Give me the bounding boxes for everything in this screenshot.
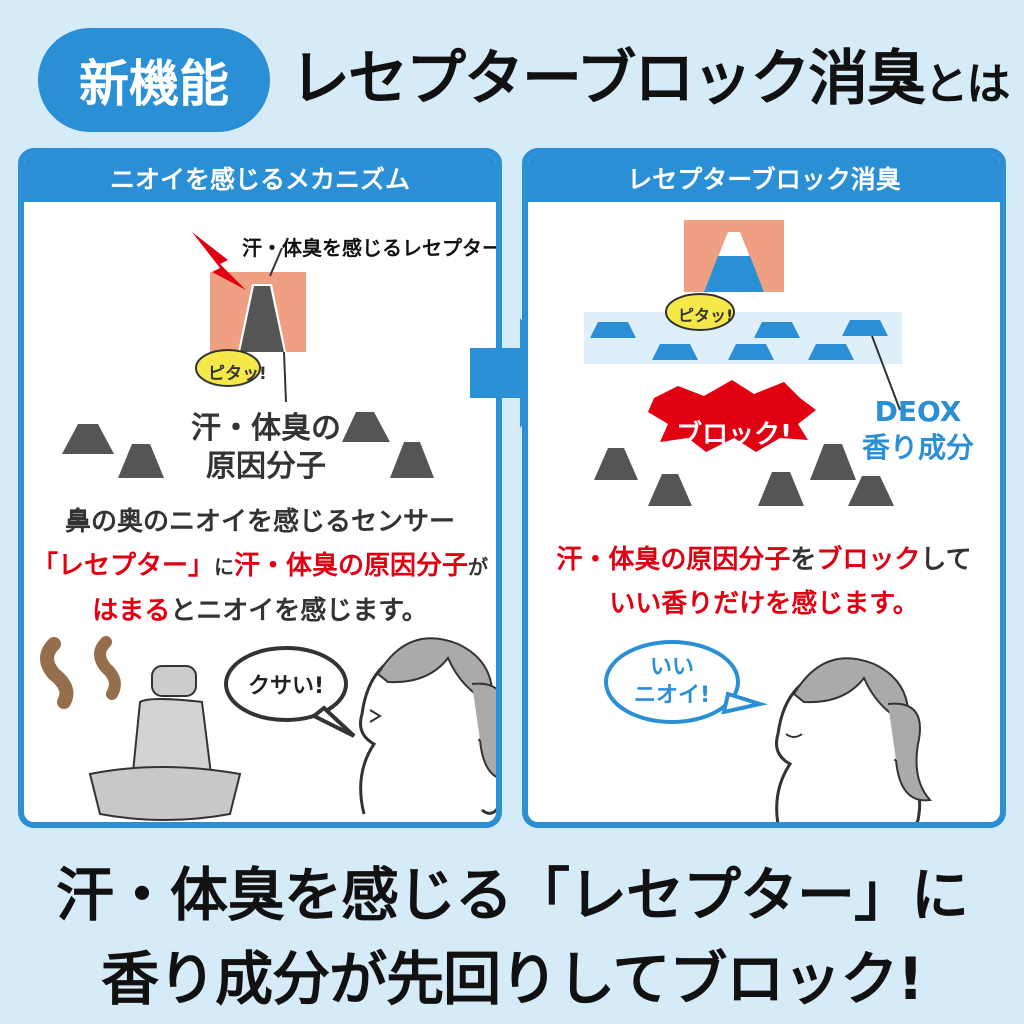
molecule-shape: [594, 448, 638, 480]
footer-line-1: 汗・体臭を感じる「レセプター」に: [55, 861, 969, 929]
deox-molecule: [652, 344, 698, 360]
molecule-pointer-line: [283, 351, 287, 403]
deox-pointer-line: [871, 335, 901, 411]
mechanism-description: 鼻の奥のニオイを感じるセンサー 「レセプター」に汗・体臭の原因分子が はまるとニ…: [24, 500, 496, 633]
bubble-text: いい ニオイ!: [606, 654, 738, 710]
footer-line-2: 香り成分が先回りしてブロック!: [101, 945, 924, 1013]
mechanism-panel: ニオイを感じるメカニズム 汗・体臭を感じるレセプター ピタッ! 汗・体臭の 原因…: [18, 148, 502, 828]
deox-label: DEOX 香り成分: [860, 394, 976, 466]
molecule-shape: [758, 472, 804, 506]
deox-molecule: [808, 344, 854, 360]
page-title: レセプターブロック消臭とは: [290, 34, 1010, 130]
smelly-scene-illustration: [40, 636, 496, 821]
woman-happy-icon: [775, 657, 933, 822]
receptor-diagram: [62, 232, 434, 478]
cause-molecule-word: 汗・体臭の原因分子: [234, 551, 469, 581]
desc-particle: を: [790, 545, 817, 575]
desc-line-2: 「レセプター」に汗・体臭の原因分子が: [24, 544, 496, 589]
receptor-pointer-line: [269, 247, 283, 277]
deox-molecule: [728, 344, 774, 360]
pitatt-bubble: [195, 349, 261, 387]
desc-line-1: 汗・体臭の原因分子をブロックして: [528, 538, 1000, 582]
odor-wisp-icon: [40, 637, 74, 709]
molecule-shape: [390, 442, 434, 478]
block-burst: [648, 380, 816, 452]
title-main: レセプターブロック消臭: [290, 44, 926, 114]
lightning-bolt-icon: [192, 232, 246, 290]
woman-disgusted-icon: [359, 637, 496, 815]
bubble-text-line1: いい: [649, 655, 694, 680]
desc-particle: して: [920, 545, 972, 575]
molecule-in-receptor: [240, 286, 284, 352]
desc-particle: に: [214, 555, 234, 579]
car-seat-icon: [88, 665, 242, 821]
pitatt-text: ピタッ!: [208, 364, 267, 384]
odor-wisp-icon: [94, 636, 121, 700]
bubble-text: クサい!: [247, 674, 325, 699]
deox-label-line1: DEOX: [874, 395, 962, 428]
pitatt-bubble: [665, 293, 735, 331]
blocking-diagram: [584, 220, 902, 506]
receptor-block-panel-heading: レセプターブロック消臭: [528, 154, 1000, 202]
deox-molecule: [754, 322, 800, 338]
desc-ending: とニオイを感じます。: [170, 596, 428, 626]
receptor-label: 汗・体臭を感じるレセプター: [242, 236, 502, 260]
deox-label-line2: 香り成分: [861, 431, 974, 464]
desc-line-3: はまるとニオイを感じます。: [24, 589, 496, 633]
speech-bubble: [224, 646, 356, 738]
block-word: ブロック: [816, 545, 921, 575]
new-feature-badge: 新機能: [38, 28, 270, 132]
desc-particle: が: [468, 555, 489, 579]
receptor-block-panel: レセプターブロック消臭 ピタッ! ブロック! DEOX 香り成分 汗・体臭の原因…: [522, 148, 1006, 828]
desc-line-2: いい香りだけを感じます。: [609, 589, 919, 619]
molecule-shape: [648, 474, 692, 506]
bubble-text-line2: ニオイ!: [633, 683, 711, 708]
speech-bubble: [604, 640, 768, 724]
molecule-shape: [848, 476, 894, 506]
molecule-shape: [118, 444, 164, 478]
mechanism-panel-heading: ニオイを感じるメカニズム: [24, 154, 496, 202]
good-scent-scene-illustration: [604, 640, 933, 822]
block-burst-text: ブロック!: [676, 420, 792, 450]
pitatt-text: ピタッ!: [678, 306, 734, 325]
deox-molecule: [590, 322, 636, 338]
molecule-shape: [62, 424, 114, 454]
molecule-label-line1: 汗・体臭の: [191, 411, 341, 446]
molecule-label: 汗・体臭の 原因分子: [186, 410, 346, 486]
cause-molecule-word: 汗・体臭の原因分子: [556, 545, 791, 575]
molecule-shape: [810, 444, 856, 480]
block-description: 汗・体臭の原因分子をブロックして いい香りだけを感じます。: [528, 538, 1000, 626]
title-suffix: とは: [924, 59, 1010, 110]
receptor-word: 「レセプター」: [31, 551, 214, 581]
deox-molecule: [842, 320, 888, 336]
fits-word: はまる: [92, 596, 171, 626]
deox-in-receptor: [704, 256, 764, 292]
molecule-shape: [342, 412, 390, 442]
desc-line-1: 鼻の奥のニオイを感じるセンサー: [64, 507, 455, 537]
molecule-label-line2: 原因分子: [206, 449, 326, 484]
